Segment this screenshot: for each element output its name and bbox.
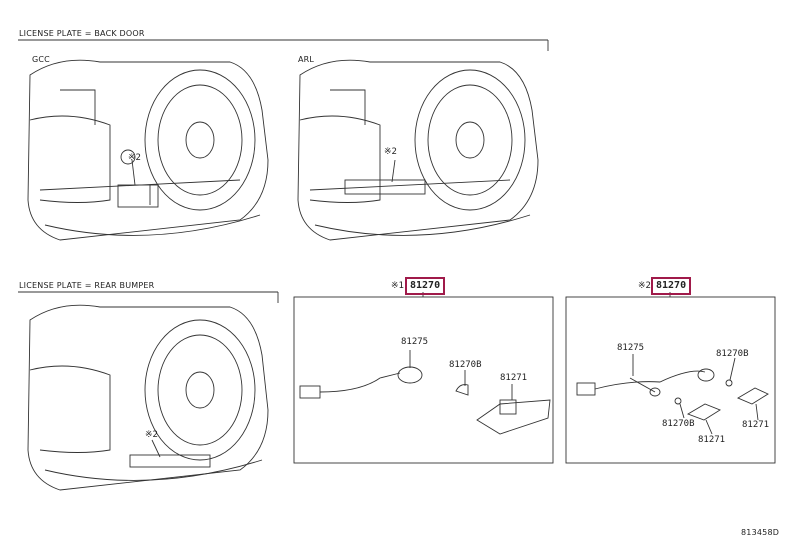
- callout-mark2-arl: ※2: [384, 147, 397, 157]
- kit2-bulb-top-label[interactable]: 81270B: [716, 349, 749, 359]
- section-title-rear-bumper: LICENSE PLATE = REAR BUMPER: [19, 281, 155, 290]
- callout-mark2-gcc: ※2: [128, 153, 141, 163]
- vehicle-arl-sketch: [297, 59, 539, 241]
- kit2-part-number[interactable]: 81270: [651, 277, 692, 295]
- kit2-parts-sketch: [576, 354, 769, 435]
- kit1-harness-label[interactable]: 81275: [401, 337, 429, 347]
- kit2-harness-label[interactable]: 81275: [617, 343, 645, 353]
- callout-mark2-bumper: ※2: [145, 430, 158, 440]
- section-frame-rear-bumper: [18, 291, 279, 303]
- callout-mark2-kit: ※2: [638, 281, 651, 291]
- vehicle-rear-bumper-sketch: [27, 304, 269, 491]
- kit2-lamp-right-label[interactable]: 81271: [742, 420, 770, 430]
- section-title-back-door: LICENSE PLATE = BACK DOOR: [19, 29, 145, 38]
- variant-label-gcc: GCC: [32, 55, 50, 64]
- section-frame-back-door: [18, 39, 549, 51]
- kit1-parts-sketch: [299, 350, 551, 435]
- kit1-bulb-label[interactable]: 81270B: [449, 360, 482, 370]
- kit1-lamp-label[interactable]: 81271: [500, 373, 528, 383]
- figure-id: 813458D: [741, 528, 780, 537]
- kit2-lamp-bottom-label[interactable]: 81271: [698, 435, 726, 445]
- kit2-bulb-bottom-label[interactable]: 81270B: [662, 419, 695, 429]
- kit1-part-number[interactable]: 81270: [405, 277, 446, 295]
- variant-label-arl: ARL: [298, 55, 315, 64]
- vehicle-gcc-sketch: [27, 59, 269, 241]
- callout-mark1: ※1: [391, 281, 404, 291]
